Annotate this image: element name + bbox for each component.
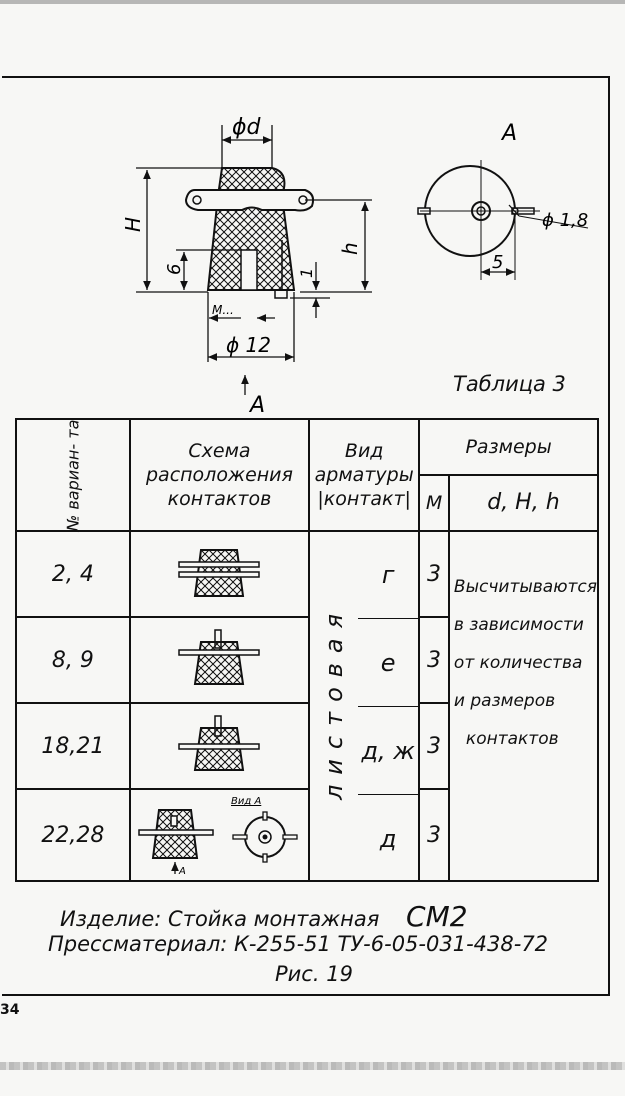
product-code: СМ2 (406, 900, 468, 933)
label-d18: ϕ 1,8 (542, 210, 588, 231)
scheme-icon-3 (178, 715, 261, 771)
note-line: и размеров (453, 691, 556, 711)
header-m: М (418, 474, 450, 532)
view-a (417, 160, 589, 280)
contact-kind: г (381, 561, 395, 589)
label-d: ϕd (232, 115, 262, 140)
row-m: 3 (418, 616, 450, 704)
label-6: 6 (164, 264, 185, 275)
note-line: от количества (453, 653, 583, 673)
note-line: контактов (465, 729, 559, 749)
row-m: 3 (418, 788, 450, 882)
note-line: в зависимости (453, 615, 584, 635)
kind-column: листовая г е д, ж д (308, 530, 421, 882)
figure-label: Рис. 19 (275, 962, 353, 986)
row-variant: 8, 9 (15, 616, 131, 704)
note-line: Высчитываются (453, 577, 597, 597)
scheme-diagram: А Вид А (128, 788, 311, 882)
scheme-diagram (128, 530, 311, 618)
table-row: 8, 9 3 (15, 616, 598, 704)
contact-kind: е (380, 649, 396, 677)
caption-material: Прессматериал: К-255-51 ТУ-6-05-031-438-… (48, 932, 549, 956)
scheme-icon-4: А Вид А (138, 796, 299, 877)
vid-a-label: Вид А (231, 796, 261, 807)
page-number: 34 (0, 1002, 20, 1018)
contact-kind: д, ж (361, 737, 415, 765)
dimension-lines (136, 125, 372, 395)
row-variant: 2, 4 (15, 530, 131, 618)
scheme-icon-2 (178, 629, 261, 685)
label-5: 5 (492, 252, 503, 273)
header-kind: Вид арматуры |контакт| (308, 418, 421, 532)
label-arrow-a: A (248, 393, 265, 418)
label-d12: ϕ 12 (226, 333, 271, 357)
label-h: h (338, 242, 362, 255)
table-title: Таблица 3 (453, 372, 566, 396)
spec-table: № вариан- та Схема расположения контакто… (15, 418, 600, 882)
label-1: 1 (297, 268, 316, 278)
scheme-icon-1 (178, 549, 261, 597)
caption-product: Изделие: Стойка монтажная СМ2 (60, 900, 468, 933)
contact-kind: д (379, 825, 397, 853)
page-frame (2, 76, 610, 996)
table-row: 22,28 А Вид А 3 (15, 788, 598, 882)
scheme-diagram (128, 702, 311, 790)
view-a-title: A (500, 121, 517, 146)
row-m: 3 (418, 530, 450, 618)
table-row: 18,21 3 (15, 702, 598, 790)
table-row: 2, 4 листовая г е д, ж д 3 Высчитываются… (15, 530, 600, 882)
material-kind: листовая (320, 603, 349, 801)
technical-drawing: ϕd H 6 h 1 M... ϕ 12 A A ϕ 1,8 5 (121, 115, 589, 418)
header-scheme: Схема расположения контактов (128, 418, 311, 532)
scheme-diagram (128, 616, 311, 704)
note-cell: Высчитываются в зависимости от количеств… (447, 530, 600, 882)
header-variant: № вариан- та (15, 418, 131, 532)
row-m: 3 (418, 702, 450, 790)
header-sizes: Размеры (418, 418, 599, 476)
row-variant: 18,21 (15, 702, 131, 790)
label-M: M... (212, 303, 234, 317)
contact-strip (184, 189, 315, 212)
arrow-a-label: А (178, 866, 186, 876)
insulator-body (206, 167, 296, 299)
row-variant: 22,28 (15, 788, 131, 882)
product-name: Изделие: Стойка монтажная (60, 907, 380, 931)
scan-edge-top (0, 0, 625, 4)
header-dhh: d, H, h (447, 474, 600, 532)
scan-edge-bottom (0, 1062, 625, 1070)
label-H: H (121, 217, 145, 232)
